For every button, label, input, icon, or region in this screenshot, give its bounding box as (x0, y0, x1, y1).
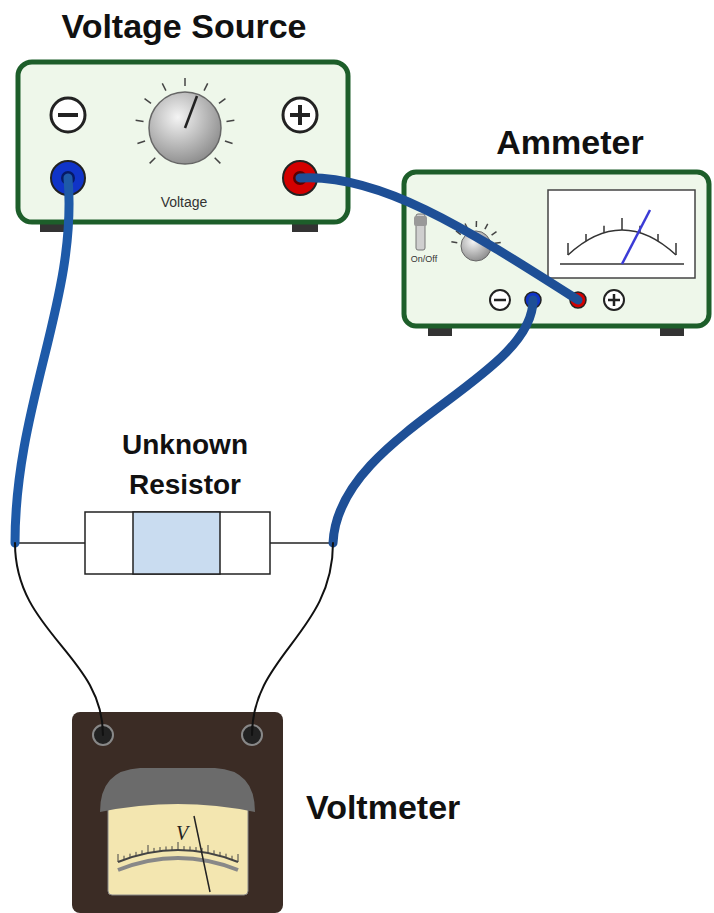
ammeter (404, 172, 709, 336)
scale-tick (226, 854, 227, 858)
dial-tick (204, 83, 208, 90)
scale-tick (657, 234, 659, 241)
device-label: Voltage Source (14, 6, 354, 46)
dial-tick (225, 141, 233, 143)
device-box: AmmeterOn/Off (400, 118, 714, 330)
device-label: Unknown Resistor (85, 425, 285, 505)
dial-tick (219, 99, 225, 104)
scale-tick (142, 850, 143, 854)
scale-tick (232, 856, 233, 860)
wire (15, 178, 69, 543)
dial-tick (162, 83, 166, 90)
scale-tick (208, 845, 209, 853)
scale-tick (621, 218, 623, 230)
probe-lead (15, 543, 103, 735)
scale-tick (130, 854, 131, 858)
scale-tick (190, 846, 191, 850)
dial-tick (137, 141, 145, 143)
panel-label: Voltage (134, 194, 234, 210)
scale-tick (136, 852, 137, 856)
probe-lead (252, 543, 333, 735)
knob-ray (492, 232, 497, 235)
wire (300, 178, 578, 300)
scale-tick (172, 846, 173, 850)
voltmeter (72, 712, 283, 913)
dial-tick (150, 158, 156, 164)
scale-tick (585, 234, 587, 241)
dial-tick (145, 99, 151, 104)
resistor-symbol (15, 512, 333, 574)
scale-tick (603, 226, 605, 233)
scale-tick (220, 852, 221, 856)
device-label: Ammeter (460, 122, 680, 162)
device-box: Voltage SourceVoltage (14, 0, 354, 232)
scale-tick (154, 848, 155, 852)
scale-tick (160, 847, 161, 851)
knob-ray (476, 221, 478, 227)
device-box: VoltmeterV (70, 705, 530, 913)
scale-tick (184, 846, 185, 850)
scale-tick (124, 856, 125, 860)
scale-tick (148, 845, 149, 853)
dial-tick (184, 78, 186, 86)
knob-ray (485, 224, 488, 229)
panel-label: V (170, 822, 194, 845)
scale-tick (118, 854, 119, 862)
scale-tick (196, 847, 197, 851)
scale-tick (166, 846, 167, 850)
dial-tick (136, 120, 144, 121)
device-box: Unknown Resistor (14, 425, 334, 580)
scale-tick (214, 850, 215, 854)
device-label: Voltmeter (306, 787, 526, 827)
wire (333, 300, 533, 543)
scale-tick (675, 243, 677, 255)
knob-ray (451, 242, 457, 243)
scale-tick (238, 854, 239, 862)
panel-label: On/Off (404, 254, 444, 264)
scale-tick (567, 243, 569, 255)
dial-tick (215, 158, 221, 164)
dial-tick (226, 120, 234, 121)
